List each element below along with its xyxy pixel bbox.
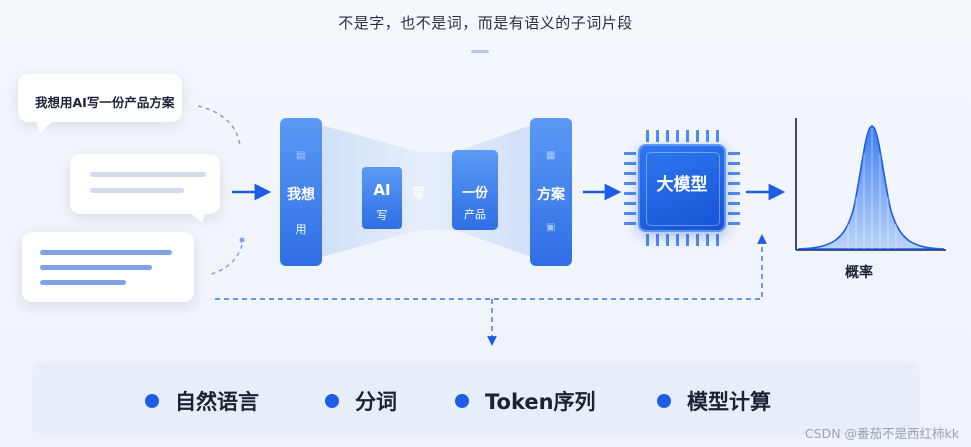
- legend-dot: [145, 394, 159, 408]
- legend-dot: [325, 394, 339, 408]
- placeholder-bubble-1: [70, 154, 220, 214]
- legend-dot: [455, 394, 469, 408]
- placeholder-bubble-2: [22, 232, 194, 302]
- placeholder-line: [40, 265, 152, 270]
- title-divider: [471, 50, 489, 53]
- token-5: ▦ 方案 ▣: [530, 118, 572, 266]
- distribution-curve: [797, 125, 945, 250]
- token-4-sub: 产品: [464, 208, 486, 221]
- token-1-sub: 用: [295, 223, 307, 236]
- legend-bar: [32, 363, 920, 435]
- dashed-feedback-line: [215, 234, 767, 300]
- legend-item-tokenize: 分词: [325, 386, 397, 416]
- tokenizer-funnel: [280, 118, 572, 266]
- doc-icon: ▣: [546, 222, 556, 233]
- token-block-5: [530, 118, 572, 266]
- token-2-main: AI: [373, 181, 391, 199]
- dashed-curve-1: [197, 105, 241, 146]
- probability-chart: [795, 118, 946, 251]
- token-3-main: 写: [411, 187, 425, 202]
- bubble-tail: [188, 211, 206, 223]
- token-2-sub: 写: [376, 209, 388, 222]
- token-5-main: 方案: [537, 187, 565, 203]
- legend-label: 模型计算: [687, 390, 771, 414]
- placeholder-line: [40, 250, 172, 255]
- legend-item-model-compute: 模型计算: [657, 386, 771, 416]
- placeholder-line: [90, 188, 184, 193]
- legend-label: 自然语言: [175, 390, 259, 414]
- dashed-curve-2: [207, 244, 243, 276]
- chip-core: [646, 152, 720, 226]
- page-title: 不是字，也不是词，而是有语义的子词片段: [338, 14, 633, 32]
- calendar-icon: ▦: [546, 150, 556, 161]
- token-1: ▤ 我想 用: [280, 118, 322, 266]
- token-3: 写: [404, 183, 432, 203]
- placeholder-line: [90, 172, 206, 177]
- model-chip: 大模型: [638, 144, 726, 232]
- token-block-2: [362, 167, 402, 229]
- legend-item-token-sequence: Token序列: [455, 386, 596, 416]
- input-bubble: 我想用AI写一份产品方案: [18, 74, 182, 122]
- watermark: CSDN @番茄不是西红柿kk: [804, 426, 959, 441]
- chip-pins: [624, 130, 740, 246]
- token-4-main: 一份: [461, 186, 488, 201]
- token-2: AI 写: [362, 167, 402, 229]
- legend-label: 分词: [355, 390, 397, 414]
- probability-label: 概率: [845, 265, 873, 281]
- token-4: 一份 产品: [452, 150, 498, 230]
- model-label: 大模型: [656, 175, 708, 195]
- placeholder-line: [40, 280, 126, 285]
- legend-dot: [657, 394, 671, 408]
- legend-label: Token序列: [485, 390, 596, 414]
- doc-icon: ▤: [296, 150, 306, 161]
- token-1-main: 我想: [287, 187, 315, 203]
- token-block-1: [280, 118, 322, 266]
- legend-item-natural-language: 自然语言: [145, 386, 259, 416]
- curve-dot: [239, 237, 245, 243]
- bubble-tail: [36, 119, 56, 133]
- token-block-4: [452, 150, 498, 230]
- input-bubble-text: 我想用AI写一份产品方案: [35, 95, 175, 110]
